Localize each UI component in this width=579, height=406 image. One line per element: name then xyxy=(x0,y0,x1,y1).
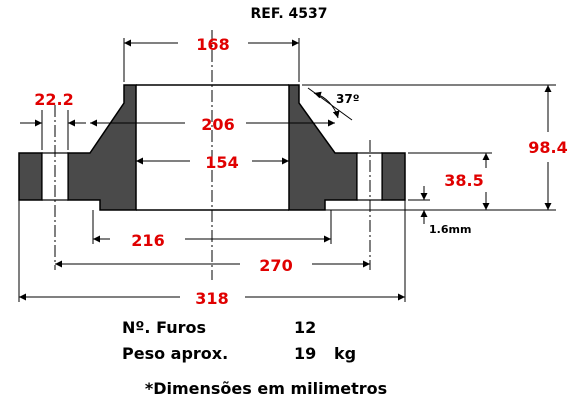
dim-bolt-circle-diameter: 270 xyxy=(259,256,292,275)
dim-bore-diameter: 154 xyxy=(205,153,238,172)
weight-unit: kg xyxy=(334,344,356,363)
dim-outer-diameter: 318 xyxy=(195,289,228,308)
left-flange-section xyxy=(67,84,137,211)
holes-value: 12 xyxy=(294,318,316,337)
units-note: *Dimensões em milimetros xyxy=(145,379,387,398)
dim-total-height: 98.4 xyxy=(528,138,567,157)
right-flange-section xyxy=(288,84,358,211)
holes-label: Nº. Furos xyxy=(122,318,206,337)
dim-hub-diameter: 206 xyxy=(201,115,234,134)
reference-title: REF. 4537 xyxy=(250,6,327,22)
weight-label: Peso aprox. xyxy=(122,344,228,363)
weight-value: 19 xyxy=(294,344,316,363)
dim-hole-diameter: 22.2 xyxy=(34,90,73,109)
dim-raised-face-height: 1.6mm xyxy=(429,223,471,236)
dim-top-diameter: 168 xyxy=(196,35,229,54)
right-outer-ring xyxy=(381,152,406,201)
dim-flange-thickness: 38.5 xyxy=(444,171,483,190)
left-outer-ring xyxy=(18,152,43,201)
dim-raised-face-diameter: 216 xyxy=(131,231,164,250)
dim-hub-angle: 37º xyxy=(336,92,360,106)
